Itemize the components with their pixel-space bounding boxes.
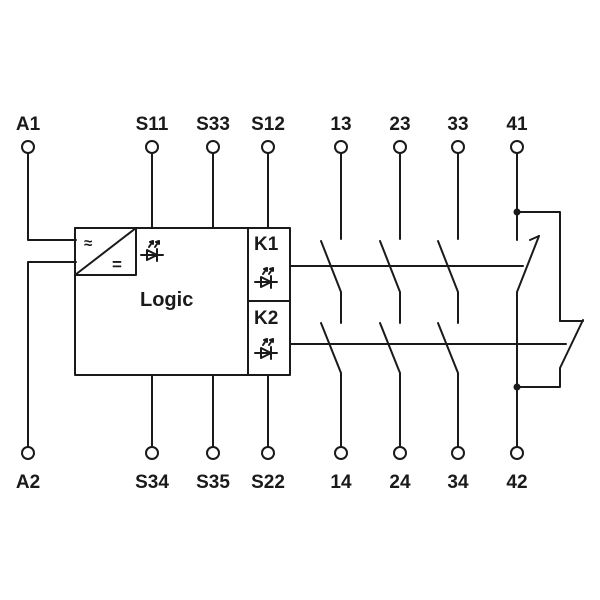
terminal-label-s35: S35 [196,472,230,493]
terminal-label-s22: S22 [251,472,285,493]
bottom-terminal-labels: A2 S34 S35 S22 14 24 34 42 [16,472,528,493]
terminal-41 [510,140,524,154]
terminal-label-14: 14 [330,472,352,493]
top-terminals [21,140,524,154]
logic-block: ≈ = Logic K1 K2 [74,227,291,376]
terminal-s35 [206,446,220,460]
terminal-13 [334,140,348,154]
terminal-label-34: 34 [447,472,469,493]
terminal-label-s33: S33 [196,114,230,135]
terminal-42 [510,446,524,460]
terminal-label-s12: S12 [251,114,285,135]
normally-open-contacts [320,152,459,448]
terminal-a1 [21,140,35,154]
terminal-14 [334,446,348,460]
wire-a2 [27,261,77,448]
terminal-label-23: 23 [389,114,410,135]
terminal-33 [451,140,465,154]
contact-path-23-24 [379,152,401,448]
dc-symbol: = [112,255,122,274]
terminal-label-41: 41 [506,114,528,135]
terminal-23 [393,140,407,154]
bottom-terminals [21,446,524,460]
logic-label: Logic [140,289,193,311]
terminal-label-s34: S34 [135,472,169,493]
k2-indicator-icon [254,338,278,360]
ac-symbol: ≈ [84,235,92,252]
relay-actuation-lines [289,265,567,345]
contact-path-41-42 [516,152,584,448]
relay-label-k1: K1 [254,234,279,255]
relay-label-k2: K2 [254,308,278,329]
terminal-a2 [21,446,35,460]
top-terminal-labels: A1 S11 S33 S12 13 23 33 41 [16,114,528,135]
power-supply-converter [74,227,137,276]
terminal-s34 [145,446,159,460]
terminal-label-a2: A2 [16,472,40,493]
normally-closed-contacts [513,152,584,448]
input-indicator-icon [140,240,164,262]
contact-path-33-34 [437,152,459,448]
contact-path-13-14 [320,152,342,448]
wire-a1 [27,152,77,241]
converter-diagonal [74,227,137,276]
terminal-label-a1: A1 [16,114,41,135]
nc-contact-k1-stop [529,235,540,241]
terminal-label-s11: S11 [136,114,169,135]
terminal-label-42: 42 [506,472,527,493]
junction-dot-lower [513,383,521,391]
k1-indicator-icon [254,267,278,289]
junction-dot-upper [513,208,521,216]
terminal-s22 [261,446,275,460]
terminal-label-24: 24 [389,472,411,493]
terminal-24 [393,446,407,460]
terminal-label-13: 13 [330,114,351,135]
terminal-34 [451,446,465,460]
terminal-s33 [206,140,220,154]
supply-wiring [27,152,77,448]
terminal-s11 [145,140,159,154]
terminal-label-33: 33 [447,114,468,135]
terminal-s12 [261,140,275,154]
input-wiring [151,152,269,448]
